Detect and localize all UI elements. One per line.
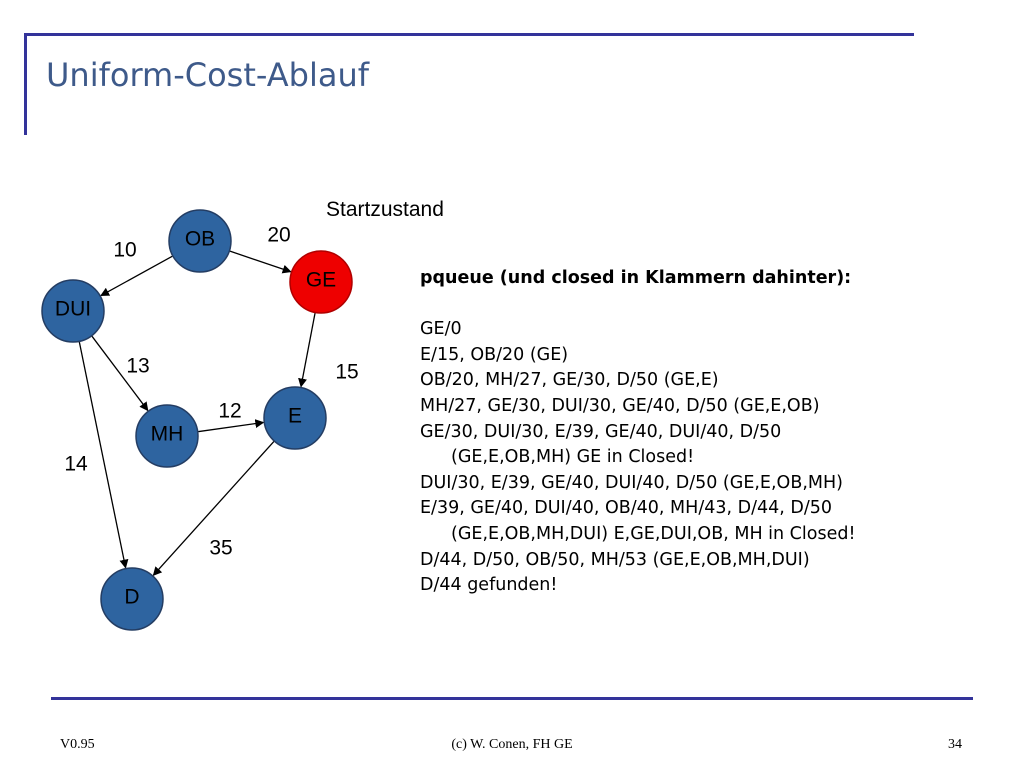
footer-copyright: (c) W. Conen, FH GE [451, 737, 573, 752]
node-label: GE [306, 269, 336, 292]
pqueue-line: OB/20, MH/27, GE/30, D/50 (GE,E) [420, 370, 719, 391]
node-d: D [100, 567, 164, 631]
node-label: MH [151, 423, 184, 446]
edges: 10 20 13 15 12 14 35 [64, 224, 359, 576]
node-dui: DUI [41, 279, 105, 343]
node-circle [100, 567, 164, 631]
nodes: OB GE DUI MH E D [41, 209, 353, 631]
edge-cost-label: 14 [64, 453, 88, 476]
pqueue-trace: pqueue (und closed in Klammern dahinter)… [420, 266, 1010, 599]
node-circle [135, 404, 199, 468]
node-e: E [263, 386, 327, 450]
node-label: E [288, 405, 302, 428]
edge-ob-dui [100, 248, 182, 297]
node-label: D [124, 586, 139, 609]
edge-dui-d [73, 333, 129, 569]
pqueue-heading: pqueue (und closed in Klammern dahinter)… [420, 268, 852, 288]
pqueue-line: E/15, OB/20 (GE) [420, 344, 569, 365]
node-label: OB [185, 228, 215, 251]
title-rule [24, 33, 914, 36]
edge-mh-e [190, 419, 265, 438]
pqueue-spacer [420, 292, 1010, 318]
edge-cost-label: 35 [209, 537, 232, 560]
node-mh: MH [135, 404, 199, 468]
edge-cost-label: 12 [218, 400, 241, 423]
node-ob: OB [168, 209, 232, 273]
edge-cost-label: 13 [126, 355, 149, 378]
pqueue-line: E/39, GE/40, DUI/40, OB/40, MH/43, D/44,… [420, 498, 833, 519]
edge-cost-label: 20 [267, 224, 290, 247]
node-circle [289, 250, 353, 314]
node-circle [41, 279, 105, 343]
pqueue-line: (GE,E,OB,MH,DUI) E,GE,DUI,OB, MH in Clos… [451, 523, 856, 544]
pqueue-line: GE/0 [420, 319, 462, 340]
edge-e-d [152, 432, 283, 576]
footer-rule [51, 697, 973, 700]
pqueue-line: MH/27, GE/30, DUI/30, GE/40, D/50 (GE,E,… [420, 395, 820, 416]
node-label: DUI [55, 298, 91, 321]
slide-title: Uniform-Cost-Ablauf [46, 56, 369, 94]
node-circle [168, 209, 232, 273]
start-state-label: Startzustand [326, 198, 444, 221]
pqueue-line: (GE,E,OB,MH) GE in Closed! [451, 447, 695, 468]
title-accent-bar [24, 33, 27, 135]
node-ge: GE [289, 250, 353, 314]
pqueue-line: D/44, D/50, OB/50, MH/53 (GE,E,OB,MH,DUI… [420, 549, 810, 570]
node-circle [263, 386, 327, 450]
edge-cost-label: 10 [113, 239, 136, 262]
footer-page-number: 34 [948, 737, 962, 752]
edge-ob-ge [221, 244, 292, 274]
pqueue-line: D/44 gefunden! [420, 575, 558, 596]
edge-cost-label: 15 [335, 361, 358, 384]
pqueue-line: GE/30, DUI/30, E/39, GE/40, DUI/40, D/50 [420, 421, 782, 442]
footer-version: V0.95 [60, 737, 95, 752]
pqueue-line: DUI/30, E/39, GE/40, DUI/40, D/50 (GE,E,… [420, 472, 843, 493]
edge-ge-e [298, 304, 321, 388]
